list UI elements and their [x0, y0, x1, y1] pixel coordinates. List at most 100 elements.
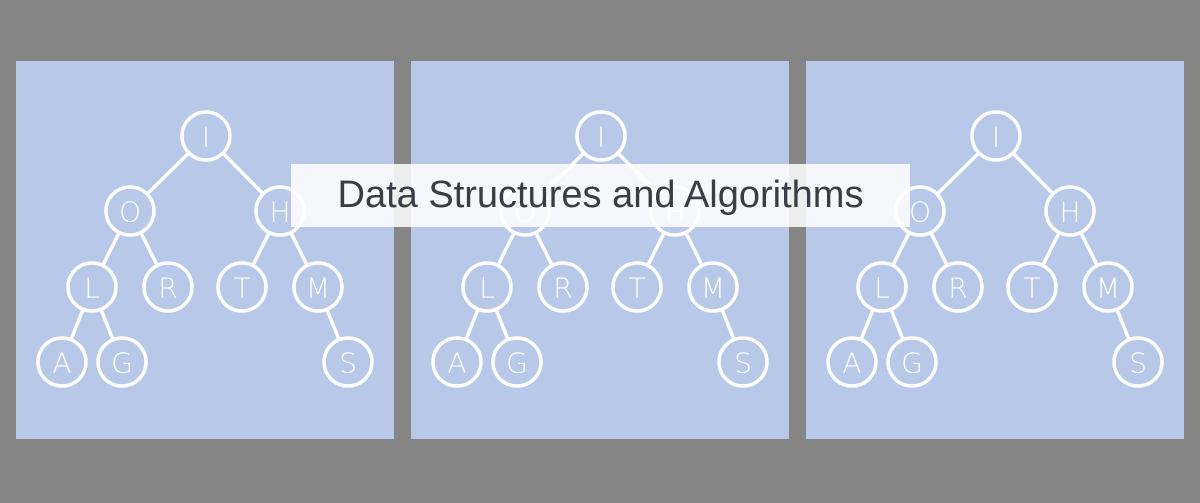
- tree-node-t: T: [611, 261, 663, 313]
- node-circle: [575, 110, 627, 162]
- node-circle: [461, 261, 513, 313]
- node-label: S: [734, 347, 752, 380]
- node-label: A: [842, 347, 861, 380]
- node-label: G: [111, 347, 133, 380]
- tree-node-t: T: [1006, 261, 1058, 313]
- node-label: I: [597, 121, 605, 154]
- tree-edge-o-l: [101, 231, 121, 267]
- node-circle: [1112, 336, 1164, 388]
- node-circle: [886, 336, 938, 388]
- node-label: R: [948, 272, 967, 305]
- tree-edge-o-l: [496, 231, 516, 267]
- node-label: H: [1059, 196, 1080, 229]
- tree-edge-h-m: [684, 231, 704, 267]
- node-label: L: [479, 272, 495, 305]
- tree-node-l: L: [461, 261, 513, 313]
- tree-edge-o-r: [534, 231, 554, 267]
- tree-node-r: R: [932, 261, 984, 313]
- tree-edge-i-h: [1011, 151, 1055, 196]
- node-label: G: [506, 347, 528, 380]
- tree-node-s: S: [322, 336, 374, 388]
- tree-edge-m-s: [720, 308, 736, 341]
- node-circle: [96, 336, 148, 388]
- tree-node-s: S: [1112, 336, 1164, 388]
- tree-node-o: O: [104, 185, 156, 237]
- tree-node-g: G: [886, 336, 938, 388]
- tree-node-a: A: [431, 336, 483, 388]
- tree-edge-l-g: [494, 308, 510, 341]
- node-circle: [1006, 261, 1058, 313]
- node-label: R: [553, 272, 572, 305]
- tree-panel-right: I O H L R T M A G S: [806, 61, 1184, 439]
- page-title: Data Structures and Algorithms: [337, 174, 864, 216]
- tree-node-r: R: [142, 261, 194, 313]
- tree-node-r: R: [537, 261, 589, 313]
- tree-edge-o-r: [139, 231, 159, 267]
- node-label: I: [992, 121, 1000, 154]
- tree-edge-l-a: [464, 308, 480, 341]
- tree-edge-o-r: [929, 231, 949, 267]
- tree-edge-h-t: [646, 231, 666, 267]
- tree-edge-i-o: [145, 151, 191, 196]
- node-label: O: [119, 196, 141, 229]
- node-label: M: [701, 272, 725, 305]
- node-circle: [717, 336, 769, 388]
- node-circle: [856, 261, 908, 313]
- node-label: H: [269, 196, 290, 229]
- tree-edge-h-m: [1079, 231, 1099, 267]
- node-label: L: [874, 272, 890, 305]
- node-label: G: [901, 347, 923, 380]
- node-label: S: [339, 347, 357, 380]
- tree-diagram: I O H L R T M A G S: [826, 110, 1164, 388]
- tree-edge-i-o: [935, 151, 981, 196]
- node-circle: [180, 110, 232, 162]
- tree-edge-m-s: [1115, 308, 1131, 341]
- node-label: T: [1023, 272, 1040, 305]
- node-circle: [431, 336, 483, 388]
- node-circle: [537, 261, 589, 313]
- tree-node-h: H: [1044, 185, 1096, 237]
- tree-edge-h-t: [1041, 231, 1061, 267]
- tree-edge-l-g: [99, 308, 115, 341]
- tree-edge-o-l: [891, 231, 911, 267]
- tree-node-g: G: [491, 336, 543, 388]
- title-banner: Data Structures and Algorithms: [291, 164, 910, 227]
- tree-edge-i-h: [221, 151, 265, 196]
- node-label: T: [233, 272, 250, 305]
- tree-node-a: A: [36, 336, 88, 388]
- node-circle: [491, 336, 543, 388]
- tree-node-t: T: [216, 261, 268, 313]
- node-label: A: [447, 347, 466, 380]
- tree-node-m: M: [292, 261, 344, 313]
- tree-node-m: M: [1082, 261, 1134, 313]
- tree-node-i: I: [575, 110, 627, 162]
- node-circle: [216, 261, 268, 313]
- node-circle: [932, 261, 984, 313]
- tree-edge-h-t: [251, 231, 271, 267]
- tree-node-m: M: [687, 261, 739, 313]
- tree-edge-m-s: [325, 308, 341, 341]
- node-label: T: [628, 272, 645, 305]
- node-circle: [142, 261, 194, 313]
- tree-edge-h-m: [289, 231, 309, 267]
- node-label: R: [158, 272, 177, 305]
- node-label: S: [1129, 347, 1147, 380]
- tree-node-a: A: [826, 336, 878, 388]
- node-label: O: [909, 196, 931, 229]
- node-circle: [104, 185, 156, 237]
- tree-node-l: L: [856, 261, 908, 313]
- node-circle: [36, 336, 88, 388]
- tree-edge-l-g: [889, 308, 905, 341]
- tree-node-s: S: [717, 336, 769, 388]
- node-label: M: [1096, 272, 1120, 305]
- node-circle: [322, 336, 374, 388]
- node-circle: [66, 261, 118, 313]
- tree-node-i: I: [180, 110, 232, 162]
- tree-node-g: G: [96, 336, 148, 388]
- tree-node-l: L: [66, 261, 118, 313]
- node-circle: [292, 261, 344, 313]
- tree-edge-l-a: [859, 308, 875, 341]
